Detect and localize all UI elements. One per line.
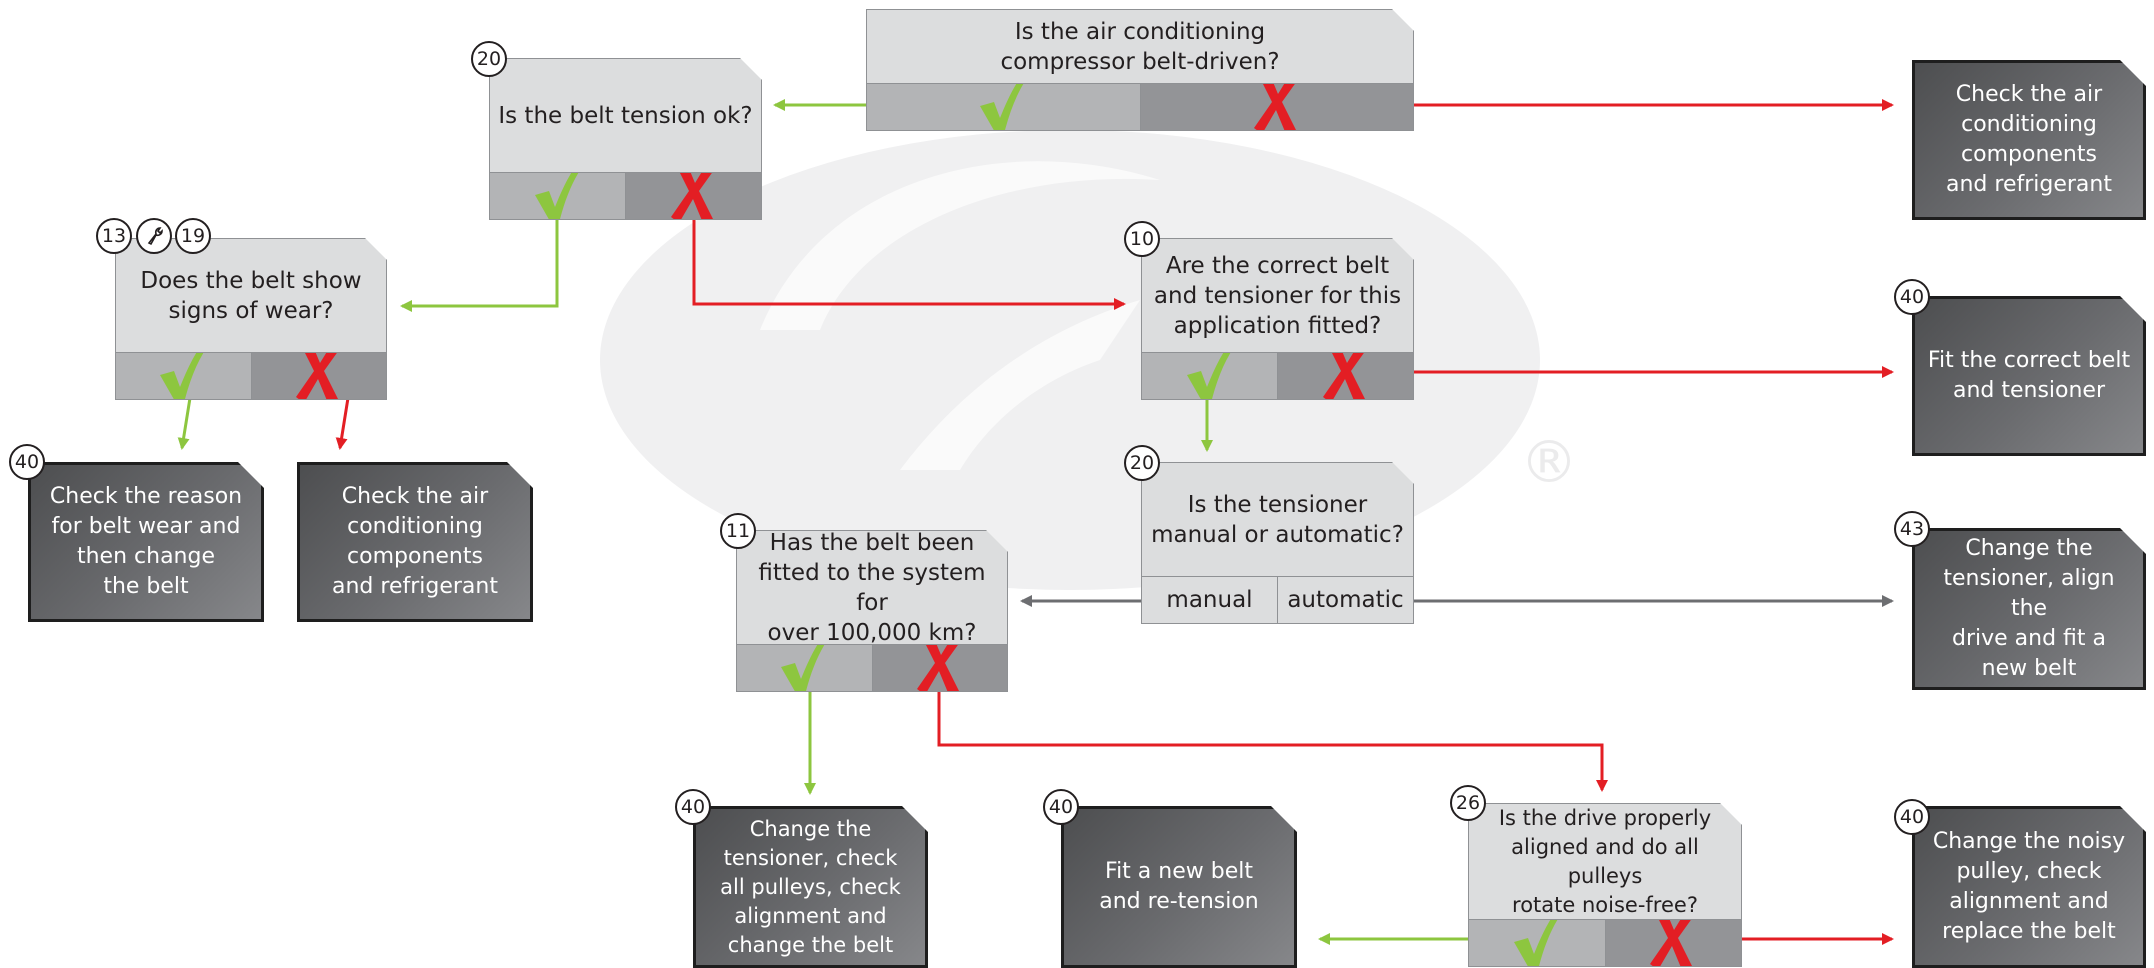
answer-row: [116, 352, 386, 399]
question-belt-tension: Is the belt tension ok?: [489, 58, 762, 220]
answer-manual[interactable]: manual: [1142, 577, 1278, 623]
arrow-wear-yes-to-reason: [177, 397, 192, 450]
cross-mark-icon: [1250, 84, 1304, 130]
answer-no[interactable]: [1278, 353, 1413, 399]
step-badge: 19: [175, 218, 211, 254]
step-badge: 26: [1450, 785, 1486, 821]
arrow-tension-yes-to-wear: [400, 220, 559, 312]
step-badge: [136, 218, 172, 254]
answer-row: [867, 83, 1413, 130]
answer-yes[interactable]: [490, 173, 626, 219]
answer-row: [1142, 352, 1413, 399]
step-badge: 40: [9, 444, 45, 480]
step-badge: 40: [675, 789, 711, 825]
cross-mark-icon: [1646, 920, 1700, 966]
check-mark-icon: [531, 173, 585, 219]
step-badge: 13: [96, 218, 132, 254]
cross-mark-icon: [292, 353, 346, 399]
question-belt-tension-text: Is the belt tension ok?: [498, 103, 753, 129]
check-mark-icon: [976, 84, 1030, 130]
answer-yes[interactable]: [737, 645, 873, 691]
answer-row: [1469, 919, 1741, 966]
check-mark-icon: [1510, 920, 1564, 966]
step-badge: 43: [1894, 511, 1930, 547]
answer-yes[interactable]: [116, 353, 252, 399]
check-mark-icon: [1183, 353, 1237, 399]
cross-mark-icon: [913, 645, 967, 691]
step-badge: 40: [1894, 279, 1930, 315]
answer-yes[interactable]: [867, 84, 1141, 130]
step-badge: 10: [1124, 221, 1160, 257]
answer-yes[interactable]: [1469, 920, 1606, 966]
check-mark-icon: [156, 353, 210, 399]
step-badge: 40: [1043, 789, 1079, 825]
answer-yes[interactable]: [1142, 353, 1278, 399]
arrow-100k-no-to-drive: [937, 690, 1608, 792]
step-badge: 11: [720, 513, 756, 549]
cross-mark-icon: [1319, 353, 1373, 399]
wrench-icon: [147, 227, 163, 246]
step-badge: 20: [1124, 445, 1160, 481]
answer-automatic[interactable]: automatic: [1278, 577, 1413, 623]
step-badge: 20: [471, 41, 507, 77]
answer-row: [490, 172, 761, 219]
answer-no[interactable]: [626, 173, 761, 219]
arrow-wear-no-to-check: [335, 397, 350, 450]
check-mark-icon: [777, 645, 831, 691]
answer-no[interactable]: [873, 645, 1008, 691]
answer-no[interactable]: [1606, 920, 1742, 966]
cross-mark-icon: [667, 173, 721, 219]
arrow-tension-no-to-correct: [692, 220, 1126, 310]
answer-no[interactable]: [1141, 84, 1414, 130]
step-badge: 40: [1894, 799, 1930, 835]
answer-row: manual automatic: [1142, 576, 1413, 623]
answer-row: [737, 644, 1007, 691]
answer-no[interactable]: [252, 353, 387, 399]
